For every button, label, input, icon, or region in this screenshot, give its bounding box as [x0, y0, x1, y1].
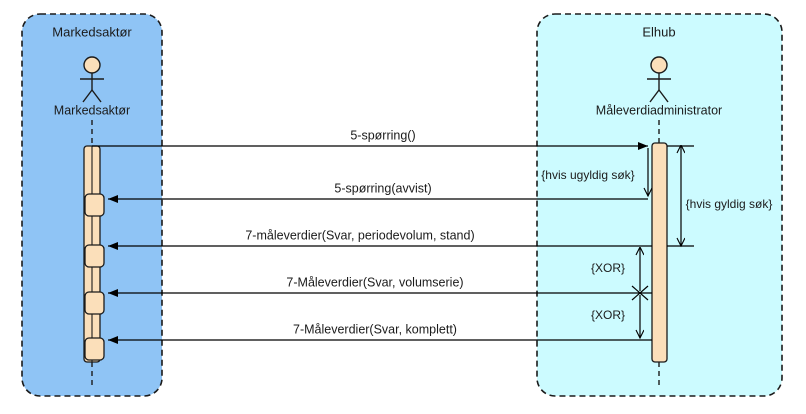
constraint-xor-1: {XOR}: [591, 248, 649, 301]
message-4-label: 7-Måleverdier(Svar, volumserie): [286, 275, 463, 289]
constraint-xor-1-cross-b: [631, 285, 649, 301]
activation-box-markedsaktor-4: [84, 337, 105, 361]
message-5: 7-Måleverdier(Svar, komplett): [108, 322, 652, 344]
guard-gyldig-sok: {hvis gyldig søk}: [667, 146, 772, 246]
message-2-label: 5-spørring(avvist): [334, 181, 431, 195]
actor-stick-figure-icon-markedsaktor: [80, 56, 104, 103]
activation-box-markedsaktor-1: [84, 193, 105, 217]
message-1: 5-spørring(): [92, 128, 648, 150]
lifeline-label-markedsaktor: Markedsaktør: [54, 103, 130, 117]
message-4: 7-Måleverdier(Svar, volumserie): [108, 275, 652, 297]
message-3-label: 7-måleverdier(Svar, periodevolum, stand): [245, 228, 474, 242]
activation-bar-maleverdiadministrator: [651, 142, 668, 363]
guard-ugyldig-sok: {hvis ugyldig søk}: [541, 148, 648, 196]
activation-box-markedsaktor-2: [84, 244, 105, 268]
actor-stick-figure-icon-maleverdiadministrator: [647, 56, 671, 103]
partition-markedsaktor-title: Markedsaktør: [52, 24, 132, 39]
lifeline-label-maleverdiadministrator: Måleverdiadministrator: [596, 103, 722, 117]
message-5-label: 7-Måleverdier(Svar, komplett): [293, 322, 457, 336]
constraint-xor-1-label: {XOR}: [591, 261, 625, 275]
message-2: 5-spørring(avvist): [108, 181, 648, 203]
constraint-xor-2: {XOR}: [591, 295, 640, 338]
activation-box-markedsaktor-3: [84, 291, 105, 315]
message-1-label: 5-spørring(): [350, 128, 415, 142]
partition-elhub-title: Elhub: [642, 24, 675, 39]
constraint-xor-2-label: {XOR}: [591, 308, 625, 322]
message-3: 7-måleverdier(Svar, periodevolum, stand): [108, 228, 652, 250]
guard-gyldig-sok-label: {hvis gyldig søk}: [686, 197, 773, 211]
guard-ugyldig-sok-label: {hvis ugyldig søk}: [541, 168, 634, 182]
